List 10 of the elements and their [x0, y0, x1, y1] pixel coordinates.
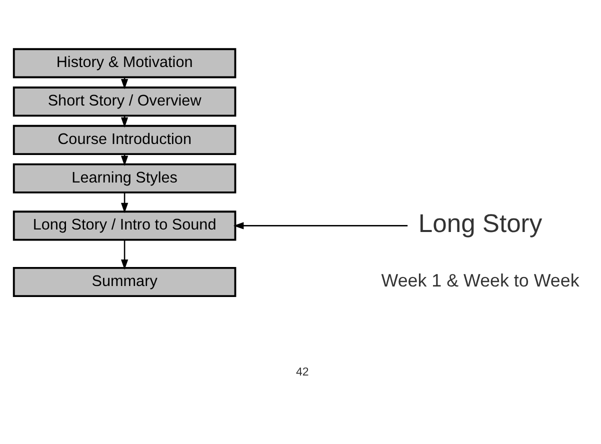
node-box: Course Introduction: [12, 124, 236, 154]
node-box: Summary: [12, 266, 236, 297]
label: 42: [296, 366, 309, 378]
arrow: [120, 240, 128, 270]
node-text: Long Story: [418, 210, 542, 238]
node-box: Long Story / Intro to Sound: [12, 210, 236, 240]
node-box: Learning Styles: [12, 162, 236, 193]
arrow: [233, 222, 408, 229]
label: Week 1 & Week to Week: [381, 270, 580, 290]
arrow: [120, 192, 128, 213]
